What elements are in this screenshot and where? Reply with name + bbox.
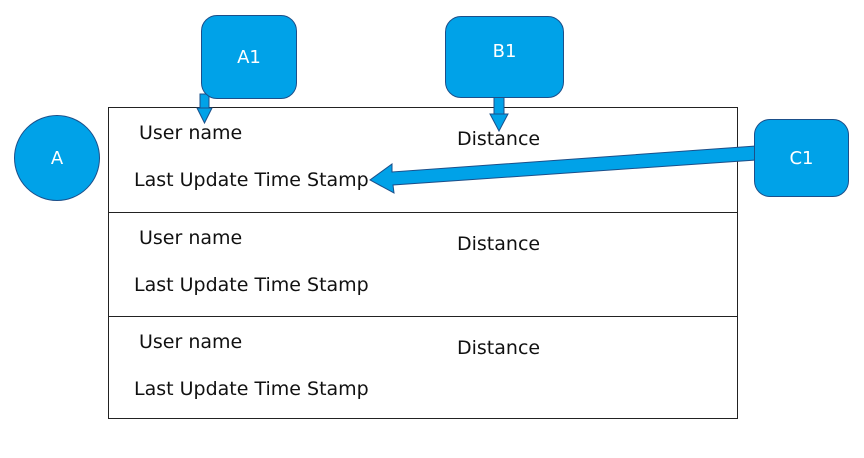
callout-b1: B1 [445,16,564,98]
callout-a: A [14,115,100,201]
list-item[interactable]: User name Distance Last Update Time Stam… [109,108,737,212]
user-list: User name Distance Last Update Time Stam… [108,107,738,419]
callout-a1-label: A1 [237,46,261,68]
callout-c1-label: C1 [789,147,814,169]
timestamp-label: Last Update Time Stamp [134,169,369,191]
timestamp-label: Last Update Time Stamp [134,274,369,296]
distance-label: Distance [457,128,541,150]
timestamp-label: Last Update Time Stamp [134,378,369,400]
list-item[interactable]: User name Distance Last Update Time Stam… [109,212,737,316]
callout-b1-label: B1 [492,40,517,62]
user-name-label: User name [139,331,243,353]
user-name-label: User name [139,122,243,144]
distance-label: Distance [457,233,541,255]
callout-a1: A1 [201,15,297,99]
list-item[interactable]: User name Distance Last Update Time Stam… [109,316,737,420]
callout-c1: C1 [754,119,849,197]
callout-a-label: A [50,147,64,169]
distance-label: Distance [457,337,541,359]
user-name-label: User name [139,227,243,249]
